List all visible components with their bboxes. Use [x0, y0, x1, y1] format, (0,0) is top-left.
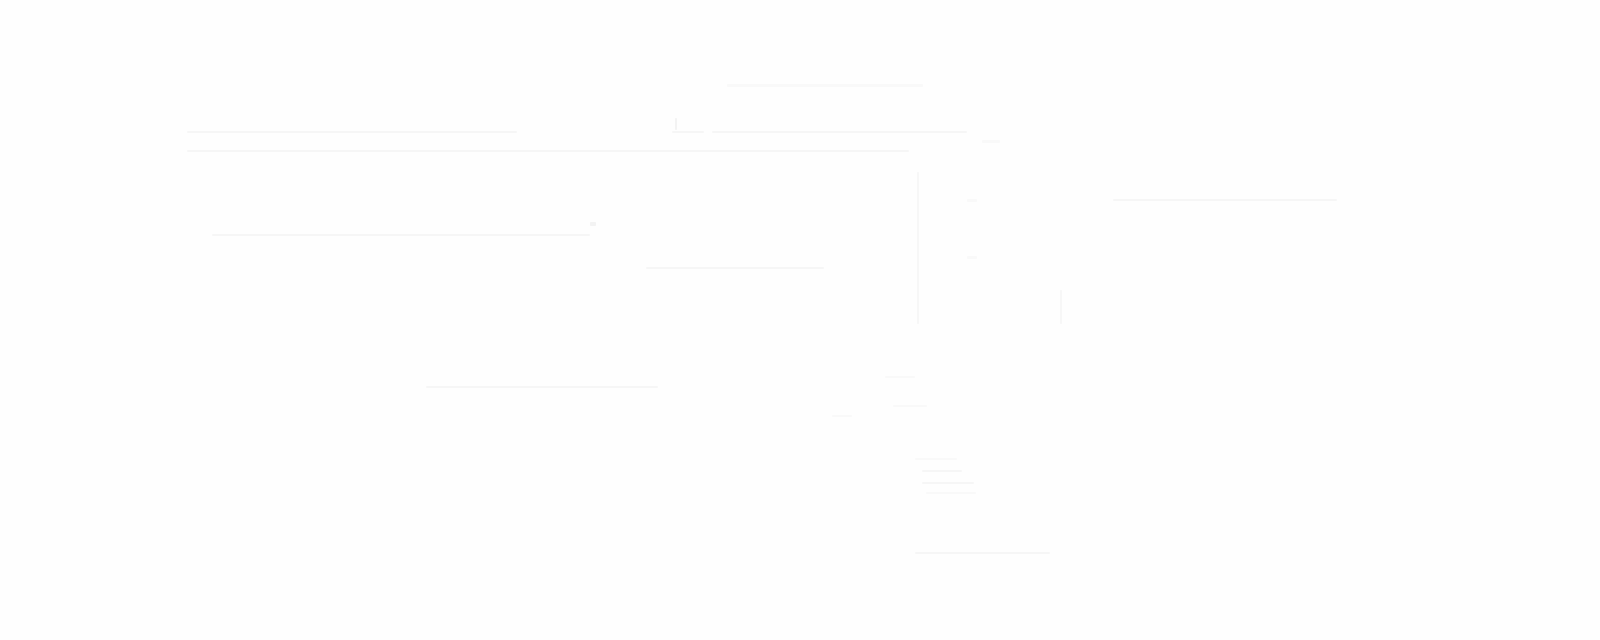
- nav-separator-mark: [675, 118, 677, 130]
- nav-tab-placeholder: [672, 131, 704, 133]
- nav-line-right-upper: [712, 131, 967, 133]
- content-line-2: [646, 267, 824, 269]
- footer-mark-1: [885, 376, 915, 378]
- divider-line: [187, 150, 909, 152]
- list-item-placeholder-1: [915, 458, 957, 460]
- panel-field-line-1: [1113, 199, 1337, 201]
- panel-inner-border: [1060, 290, 1062, 324]
- nav-indicator: [982, 140, 1000, 143]
- list-item-placeholder-3: [922, 482, 974, 484]
- footer-mark-2: [893, 405, 927, 407]
- list-item-placeholder-4: [926, 492, 976, 494]
- content-mark-1: [590, 222, 596, 226]
- panel-field-label-2: [967, 256, 977, 259]
- bottom-rule: [915, 552, 1050, 554]
- nav-line-left-upper: [187, 131, 517, 133]
- footer-mark-3: [832, 415, 852, 417]
- footer-line-1: [426, 386, 658, 388]
- content-line-1: [212, 234, 590, 236]
- header-title-placeholder: [727, 84, 923, 87]
- panel-field-label-1: [967, 199, 977, 202]
- panel-left-border: [917, 172, 919, 324]
- list-item-placeholder-2: [922, 470, 962, 472]
